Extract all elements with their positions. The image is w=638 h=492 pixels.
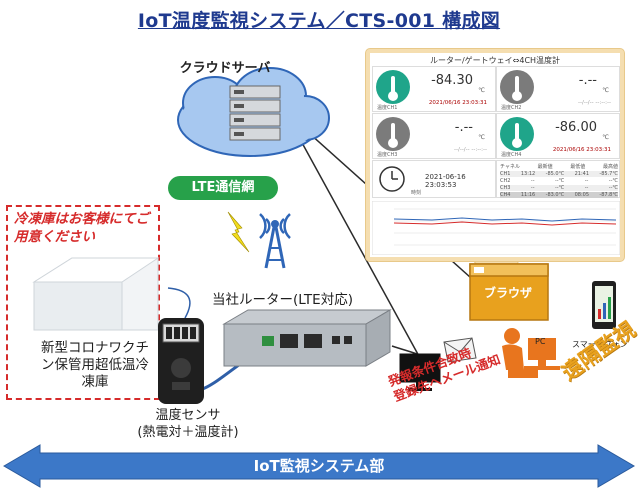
clock-label: 時刻 [411, 190, 422, 196]
cloud-to-monitor-line [294, 129, 421, 359]
antenna-tower-icon [259, 213, 291, 269]
browser-window-icon [469, 263, 549, 321]
pc-label: PC [535, 337, 546, 346]
table-row: CH3----℃----℃ [500, 185, 618, 191]
cloud-icon [177, 67, 330, 157]
customer-freezer-area [6, 205, 160, 400]
table-header-cell: 最高値 [602, 164, 618, 170]
tile-value: -.-- [454, 120, 473, 135]
temp-tile-ch2: -.-- ℃ --/--/-- --:--:-- 温度CH2 [496, 66, 620, 112]
lightning-icon [227, 211, 250, 253]
tile-channel: 温度CH1 [377, 105, 398, 111]
mail-icon [443, 337, 477, 363]
system-scope-label: IoT監視システム部 [253, 457, 385, 475]
table-header: チャネル 最新値 最低値 最高値 [500, 163, 618, 170]
temp-tile-ch3: -.-- ℃ --/--/-- --:--:-- 温度CH3 [372, 113, 496, 159]
freezer-icon [32, 257, 160, 331]
sensor-label: 温度センサ (熱電対＋温度計) [128, 407, 248, 441]
dashboard-title: ルーター/ゲートウェイ⇔4CH温度計 [429, 56, 561, 65]
tile-channel: 温度CH2 [501, 105, 522, 111]
thermometer-icon [500, 70, 534, 104]
probe-wire [167, 287, 191, 319]
table-header-cell: 最低値 [570, 164, 586, 170]
browser-label: ブラウザ [483, 286, 532, 300]
tile-value: -.-- [578, 73, 597, 88]
thermometer-icon [376, 117, 410, 151]
tile-timestamp: --/--/-- --:--:-- [454, 147, 487, 153]
tile-value: -84.30 [431, 73, 473, 88]
dashboard-panel: ルーター/ゲートウェイ⇔4CH温度計 -84.30 ℃ 2021/06/16 2… [366, 49, 624, 261]
tile-timestamp: --/--/-- --:--:-- [578, 100, 611, 106]
tile-unit: ℃ [478, 134, 485, 141]
system-scope-arrow [3, 444, 635, 488]
tile-timestamp: 2021/06/16 23:03:31 [552, 147, 611, 153]
smartphone-icon [592, 281, 616, 329]
tile-channel: 温度CH3 [377, 152, 398, 158]
router-icon [222, 309, 392, 367]
temp-tile-ch4: -86.00 ℃ 2021/06/16 23:03:31 温度CH4 [496, 113, 620, 159]
freezer-label: 新型コロナワクチン保管用超低温冷凍庫 [41, 340, 149, 390]
table-header-cell: 最新値 [537, 164, 553, 170]
clock-icon [379, 166, 405, 192]
trend-graph [372, 201, 620, 255]
table-row: CH2----℃----℃ [500, 178, 618, 184]
lte-network-badge: LTE通信網 [168, 176, 278, 200]
router-label: 当社ルーター(LTE対応) [212, 292, 353, 308]
table-header-cell: チャネル [500, 164, 520, 170]
freezer-note: 冷凍庫はお客様にてご用意ください [14, 211, 149, 245]
server-icon [229, 85, 281, 141]
temp-tile-ch1: -84.30 ℃ 2021/06/16 23:03:31 温度CH1 [372, 66, 496, 112]
tile-unit: ℃ [602, 87, 609, 94]
clock-time: 2021-06-16 23:03:53 [425, 173, 466, 189]
sensor-label-line1: 温度センサ [155, 408, 221, 423]
temperature-sensor-icon [158, 318, 204, 404]
tile-unit: ℃ [602, 134, 609, 141]
monitor-mail-icon [399, 337, 477, 391]
thermometer-icon [376, 70, 410, 104]
tile-channel: 温度CH4 [501, 152, 522, 158]
clock-tile: 2021-06-16 23:03:53 時刻 [372, 160, 496, 198]
cloud-label: クラウドサーバ [179, 61, 271, 76]
tile-timestamp: 2021/06/16 23:03:31 [428, 100, 487, 106]
pc-user-icon [502, 328, 560, 378]
diagram-title: IoT温度監視システム／CTS-001 構成図 [137, 10, 501, 32]
tile-value: -86.00 [555, 120, 597, 135]
sensor-label-line2: (熱電対＋温度計) [137, 425, 239, 440]
thermometer-icon [500, 117, 534, 151]
tile-unit: ℃ [478, 87, 485, 94]
smartphone-label: スマートフォン [572, 340, 628, 349]
